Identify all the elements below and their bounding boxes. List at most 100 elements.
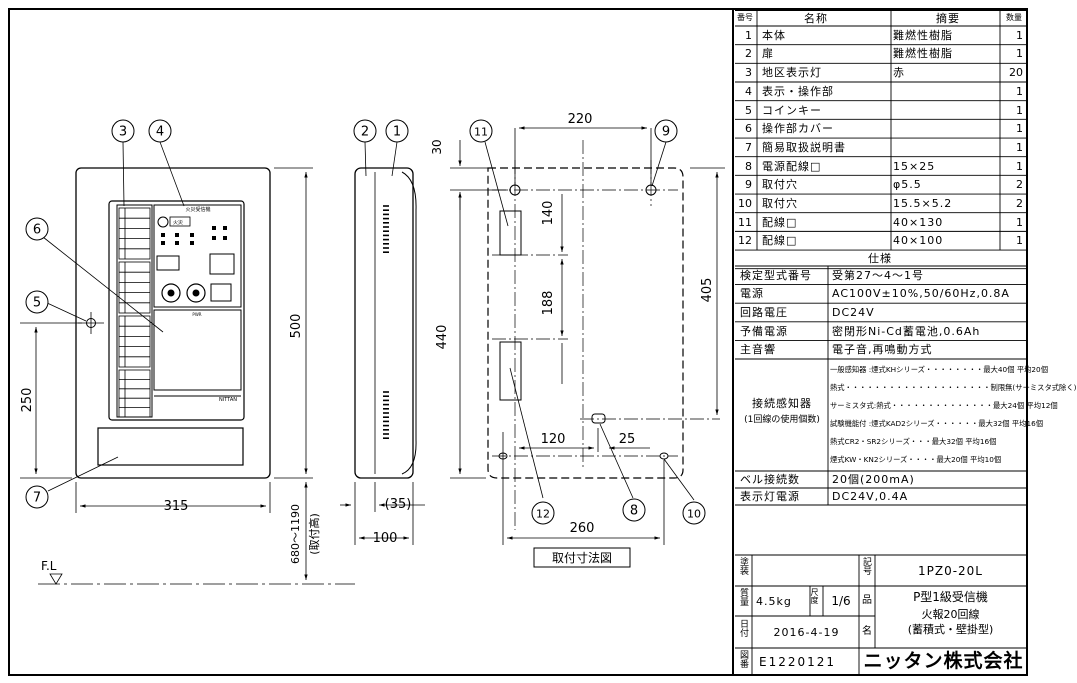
balloon-number: 6 — [33, 223, 41, 238]
mounting-caption: 取付寸法図 — [552, 551, 612, 565]
balloon-circle — [654, 119, 678, 143]
tb-mass: 4.5kg — [756, 594, 792, 608]
parts-row-no: 11 — [738, 215, 752, 229]
tb-scale-label: 尺度 — [810, 588, 819, 604]
dim-440: 440 — [435, 325, 450, 350]
parts-row-no: 3 — [745, 66, 752, 80]
panel-fire-label: 火災 — [173, 220, 183, 226]
parts-row-no: 2 — [745, 47, 752, 61]
parts-row-name: 取付穴 — [762, 196, 798, 210]
spec-row-label: 予備電源 — [740, 324, 788, 338]
tb-company-logo: ニッタン株式会社 — [863, 650, 1024, 672]
parts-row-summary: 難燃性樹脂 — [893, 47, 953, 61]
balloon-circle — [111, 119, 135, 143]
spec-detector-line: 試験機能付 :煙式KAD2シリーズ・・・・・・最大32個 平均16個 — [830, 419, 1044, 429]
parts-row-summary: 赤 — [893, 66, 905, 80]
spec-row-label: 電源 — [740, 287, 764, 301]
parts-row-name: 本体 — [762, 28, 786, 42]
spec-row-value: 密閉形Ni-Cd蓄電池,0.6Ah — [832, 324, 981, 338]
mounting-view — [487, 167, 684, 479]
parts-row-summary: 40×130 — [893, 215, 944, 229]
front-view — [75, 167, 271, 479]
parts-row-name: 表示・操作部 — [762, 84, 834, 98]
parts-row-qty: 1 — [1016, 122, 1023, 136]
balloon-number: 4 — [156, 125, 164, 140]
balloon-circle — [25, 485, 49, 509]
dim-220: 220 — [568, 112, 593, 127]
spec-bell-value: 20個(200mA) — [832, 473, 915, 486]
mounting-dimensions — [450, 126, 725, 545]
parts-header-no: 番号 — [737, 13, 753, 22]
parts-row-summary — [891, 119, 999, 138]
leader-lines — [42, 141, 695, 501]
parts-row-qty: 2 — [1016, 178, 1023, 192]
dim-door-depth: (35) — [385, 497, 412, 512]
parts-row-no: 5 — [745, 103, 752, 117]
balloon-number: 1 — [393, 125, 401, 140]
dim-install-height-note: (取付高) — [307, 513, 321, 555]
dim-30: 30 — [430, 139, 444, 154]
parts-row-qty: 1 — [1016, 234, 1023, 248]
balloon-circle — [469, 119, 493, 143]
spec-lamp-label: 表示灯電源 — [740, 490, 800, 503]
balloon-circle — [25, 217, 49, 241]
front-view-dimensions — [20, 167, 355, 585]
balloon-circle — [148, 119, 172, 143]
tb-product-label: 品 — [862, 595, 872, 606]
parts-table-row: 6 操作部カバー 1 — [735, 119, 1026, 138]
balloon-circle — [385, 119, 409, 143]
tb-model: 1PZ0-20L — [917, 564, 983, 578]
balloon-number: 7 — [33, 491, 41, 506]
panel-maker-label: NITTAN — [219, 397, 237, 403]
side-view-vents — [383, 205, 389, 440]
tb-product-line3: (蓄積式・壁掛型) — [907, 623, 994, 636]
parts-row-summary: 難燃性樹脂 — [893, 28, 953, 42]
parts-row-no: 6 — [745, 122, 752, 136]
balloon-number: 10 — [687, 508, 701, 521]
sheet-border — [8, 8, 1028, 676]
parts-row-summary: 15×25 — [893, 159, 936, 173]
parts-row-name: 操作部カバー — [762, 122, 834, 136]
parts-row-no: 9 — [745, 178, 752, 192]
parts-row-name: 扉 — [762, 47, 774, 61]
balloon-number: 11 — [474, 126, 488, 139]
parts-header-name: 名称 — [804, 11, 828, 25]
parts-row-no: 4 — [745, 84, 752, 98]
balloon-number: 8 — [630, 504, 638, 519]
balloon-number: 12 — [536, 508, 550, 521]
spec-row-label: 検定型式番号 — [740, 268, 812, 282]
parts-row-qty: 1 — [1016, 159, 1023, 173]
parts-row-name: 簡易取扱説明書 — [762, 140, 846, 154]
parts-row-qty: 1 — [1016, 84, 1023, 98]
mounting-caption-box — [533, 547, 631, 568]
tb-mass-label: 質量 — [738, 588, 748, 606]
drawing-sheet: 火災受信機 火災 PWR NITTAN 315 500 250 680～1190… — [8, 8, 1077, 676]
parts-row-qty: 1 — [1016, 140, 1023, 154]
parts-row-summary: 15.5×5.2 — [893, 196, 953, 210]
parts-row-name: 配線□ — [762, 234, 798, 248]
spec-bell-label: ベル接続数 — [740, 473, 800, 486]
table-grid — [735, 10, 1026, 675]
dim-405: 405 — [700, 278, 715, 303]
parts-row-qty: 20 — [1009, 66, 1023, 80]
tb-name-label: 名 — [862, 626, 872, 637]
dim-500: 500 — [289, 314, 304, 339]
front-view-leds — [161, 226, 227, 245]
parts-header-qty: 数量 — [1006, 13, 1022, 22]
panel-power-label: PWR — [192, 312, 201, 317]
spec-row-label: 回路電圧 — [740, 305, 788, 319]
spec-detector-line: 煙式KW・KN2シリーズ・・・・最大20個 平均10個 — [830, 455, 1002, 465]
mounting-centerlines — [492, 140, 720, 530]
parts-header-summary: 摘要 — [936, 11, 960, 25]
dim-140: 140 — [541, 201, 556, 226]
parts-row-name: 配線□ — [762, 215, 798, 229]
spec-row-label: 主音響 — [740, 343, 776, 357]
